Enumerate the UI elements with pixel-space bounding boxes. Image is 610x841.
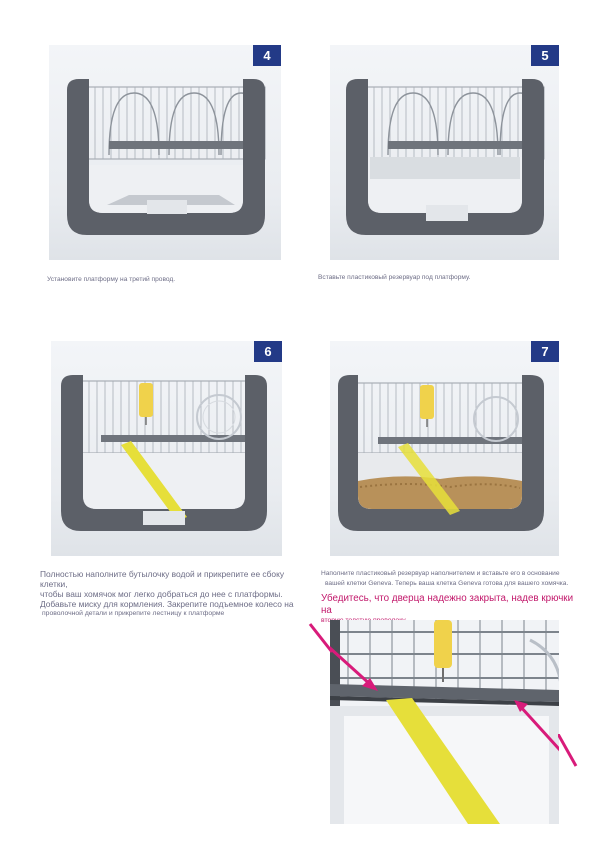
step-5-caption: Вставьте пластиковый резервуар под платф… — [318, 274, 471, 281]
step-5-photo — [330, 45, 559, 260]
step-6-photo — [51, 341, 282, 556]
step-6-panel: 6 — [51, 341, 282, 556]
step-7-warning-line-1: Убедитесь, что дверца надежно закрыта, н… — [321, 593, 574, 616]
step-6-caption-line-3: Добавьте миску для кормления. Закрепите … — [40, 598, 294, 609]
step-4-panel: 4 — [49, 45, 281, 260]
step-4-number-badge: 4 — [253, 45, 281, 66]
pink-arrow-tail-right — [558, 734, 578, 767]
cage-illustration-step-5 — [346, 79, 545, 235]
step-6-caption-line-4: проволочной детали и прикрепите лестницу… — [42, 609, 225, 617]
step-6-caption-line-1: Полностью наполните бутылочку водой и пр… — [40, 569, 285, 589]
step-7-caption: Наполните пластиковый резервуар наполнит… — [321, 569, 571, 589]
pink-arrow-icon — [330, 646, 378, 691]
step-7-photo — [330, 341, 559, 556]
pink-arrow-icon — [514, 700, 559, 752]
pink-arrow-tail-left — [308, 623, 332, 653]
cage-illustration-step-7 — [338, 375, 544, 531]
cage-illustration-step-4 — [67, 79, 266, 235]
step-6-number-badge: 6 — [254, 341, 282, 362]
cage-illustration-step-6 — [61, 375, 267, 531]
step-5-panel: 5 — [330, 45, 559, 260]
step-4-photo — [49, 45, 281, 260]
step-7-number-badge: 7 — [531, 341, 559, 362]
step-7-caption-line-1: Наполните пластиковый резервуар наполнит… — [321, 570, 560, 577]
step-6-caption: Полностью наполните бутылочку водой и пр… — [40, 569, 295, 618]
door-hook-detail-photo — [330, 620, 559, 824]
step-4-caption: Установите платформу на третий провод. — [47, 276, 176, 283]
step-6-caption-line-2: чтобы ваш хомячок мог легко добраться до… — [40, 588, 283, 599]
step-5-number-badge: 5 — [531, 45, 559, 66]
step-7-panel: 7 — [330, 341, 559, 556]
detail-illustration — [330, 620, 559, 824]
step-7-caption-line-2: вашей клетки Geneva. Теперь ваша клетка … — [325, 579, 569, 587]
